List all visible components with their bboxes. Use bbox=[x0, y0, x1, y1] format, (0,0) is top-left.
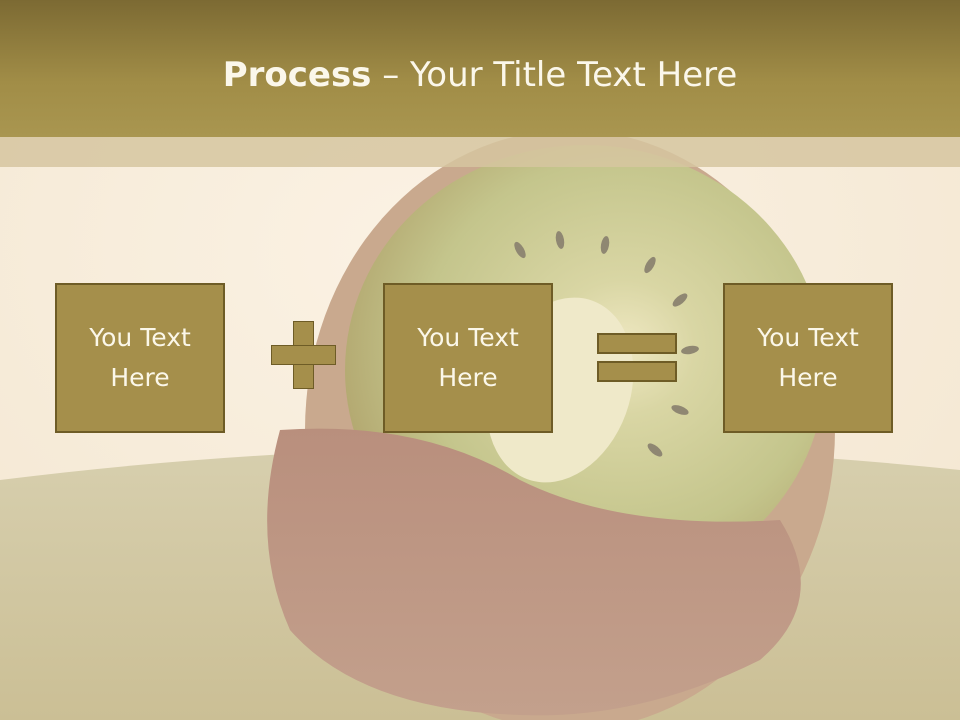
plus-icon bbox=[271, 321, 336, 389]
plus-horizontal-bar bbox=[271, 345, 336, 365]
title-rest-text: – Your Title Text Here bbox=[371, 55, 738, 95]
process-box-1-line2: Here bbox=[110, 363, 170, 392]
process-box-2-line2: Here bbox=[438, 363, 498, 392]
equals-top-bar bbox=[597, 333, 677, 354]
process-box-3-line2: Here bbox=[778, 363, 838, 392]
process-box-1-line1: You Text bbox=[89, 323, 191, 352]
title-strong-text: Process bbox=[222, 55, 372, 95]
equals-bottom-bar bbox=[597, 361, 677, 382]
process-box-3-line1: You Text bbox=[757, 323, 859, 352]
title-bar bbox=[0, 0, 960, 137]
equals-icon bbox=[597, 333, 677, 383]
process-box-2-line1: You Text bbox=[417, 323, 519, 352]
title-accent-strip bbox=[0, 137, 960, 167]
slide-title: Process – Your Title Text Here bbox=[0, 53, 960, 97]
